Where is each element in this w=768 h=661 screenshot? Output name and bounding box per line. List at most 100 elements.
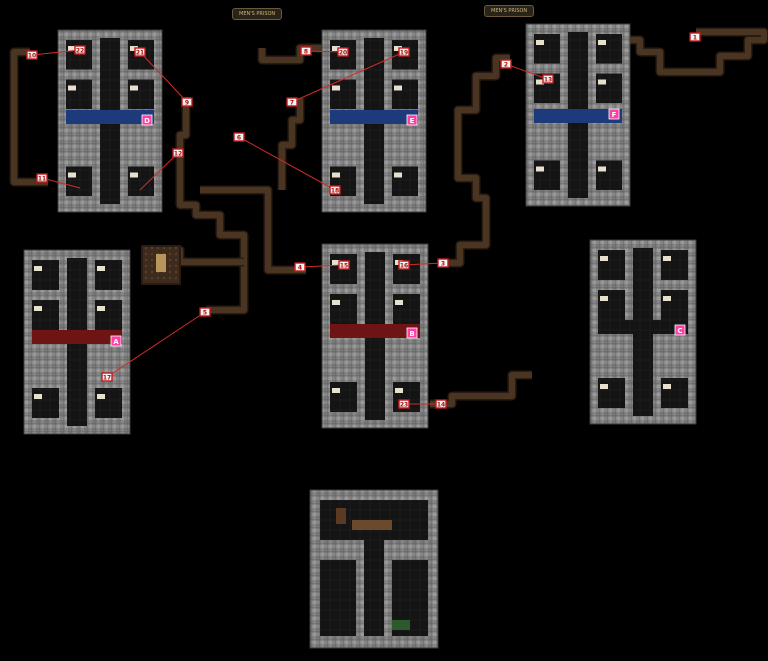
svg-text:12: 12 <box>174 151 182 158</box>
tunnel-edge <box>9 47 48 187</box>
cell <box>598 290 625 320</box>
connector-line <box>238 136 336 191</box>
cell <box>330 294 357 324</box>
bed <box>600 256 608 261</box>
bed <box>598 166 606 172</box>
svg-text:21: 21 <box>136 50 144 57</box>
svg-text:3: 3 <box>441 261 445 268</box>
bed <box>332 388 340 393</box>
marker-14[interactable]: 14 <box>435 399 447 409</box>
marker-7[interactable]: 7 <box>286 97 298 107</box>
svg-text:15: 15 <box>340 263 348 270</box>
bed <box>332 300 340 305</box>
table <box>352 520 392 530</box>
svg-text:8: 8 <box>304 49 308 56</box>
cell <box>32 260 59 290</box>
marker-1[interactable]: 1 <box>689 32 701 42</box>
bed <box>34 266 42 271</box>
svg-text:1: 1 <box>693 35 697 42</box>
bed <box>332 172 340 178</box>
cell <box>598 250 625 280</box>
marker-13[interactable]: 13 <box>542 74 554 84</box>
svg-text:13: 13 <box>544 77 552 84</box>
bed <box>394 46 402 51</box>
bed <box>536 40 544 45</box>
marker-9[interactable]: 9 <box>181 97 193 107</box>
marker-19[interactable]: 19 <box>398 47 410 57</box>
bed <box>130 85 138 91</box>
svg-text:9: 9 <box>185 100 189 107</box>
bed <box>395 388 403 393</box>
bed <box>34 394 42 399</box>
marker-17[interactable]: 17 <box>101 372 113 382</box>
marker-6[interactable]: 6 <box>233 132 245 142</box>
marker-10[interactable]: 10 <box>26 50 38 60</box>
zone-badge-e: E <box>406 114 418 126</box>
marker-21[interactable]: 21 <box>134 47 146 57</box>
cell <box>392 79 418 109</box>
connector-line <box>299 264 345 268</box>
connector-line <box>305 50 344 53</box>
svg-text:22: 22 <box>76 48 84 55</box>
cell <box>661 378 688 408</box>
tunnel-path <box>628 29 767 75</box>
marker-12[interactable]: 12 <box>172 148 184 158</box>
cell <box>534 34 560 64</box>
cell <box>330 382 357 412</box>
cell <box>128 79 154 109</box>
cell <box>330 79 356 109</box>
bed <box>598 79 606 85</box>
bed <box>97 394 105 399</box>
room-layer <box>23 23 697 649</box>
cell <box>66 40 92 70</box>
map-title-right: MEN'S PRISON <box>484 5 535 17</box>
zone-badge-a: A <box>110 335 122 347</box>
svg-text:16: 16 <box>400 263 408 270</box>
bed <box>68 85 76 91</box>
svg-text:20: 20 <box>339 50 347 57</box>
connector-line <box>505 63 548 80</box>
bed <box>68 172 76 178</box>
svg-text:4: 4 <box>298 265 302 272</box>
cross-corridor <box>534 109 622 123</box>
svg-text:A: A <box>113 338 119 346</box>
marker-22[interactable]: 22 <box>74 45 86 55</box>
marker-18[interactable]: 18 <box>329 185 341 195</box>
svg-text:5: 5 <box>203 310 207 317</box>
cell <box>661 290 688 320</box>
marker-16[interactable]: 16 <box>398 260 410 270</box>
cross-corridor <box>330 110 418 124</box>
bed <box>394 85 402 91</box>
marker-11[interactable]: 11 <box>36 173 48 183</box>
marker-3[interactable]: 3 <box>437 258 449 268</box>
cross-corridor <box>32 330 122 344</box>
tunnel-path <box>11 49 48 185</box>
marker-5[interactable]: 5 <box>199 307 211 317</box>
zone-badge-b: B <box>406 327 418 339</box>
svg-text:B: B <box>409 330 414 338</box>
map-title-left: MEN'S PRISON <box>232 8 283 20</box>
connector-line <box>41 177 81 189</box>
marker-2[interactable]: 2 <box>500 59 512 69</box>
cross-corridor <box>330 324 420 338</box>
cell <box>95 260 122 290</box>
cell <box>596 34 622 64</box>
marker-4[interactable]: 4 <box>294 262 306 272</box>
marker-23[interactable]: 23 <box>398 399 410 409</box>
bed <box>97 266 105 271</box>
tunnel-path <box>279 98 303 190</box>
cell <box>598 378 625 408</box>
cell <box>596 160 622 190</box>
cell <box>596 73 622 103</box>
marker-20[interactable]: 20 <box>337 47 349 57</box>
connector-line <box>106 311 206 378</box>
cross-corridor <box>66 110 154 124</box>
staff-room <box>309 489 439 649</box>
tunnel-path <box>259 45 322 63</box>
cell <box>66 166 92 196</box>
svg-text:19: 19 <box>400 50 408 57</box>
marker-8[interactable]: 8 <box>300 46 312 56</box>
marker-15[interactable]: 15 <box>338 260 350 270</box>
